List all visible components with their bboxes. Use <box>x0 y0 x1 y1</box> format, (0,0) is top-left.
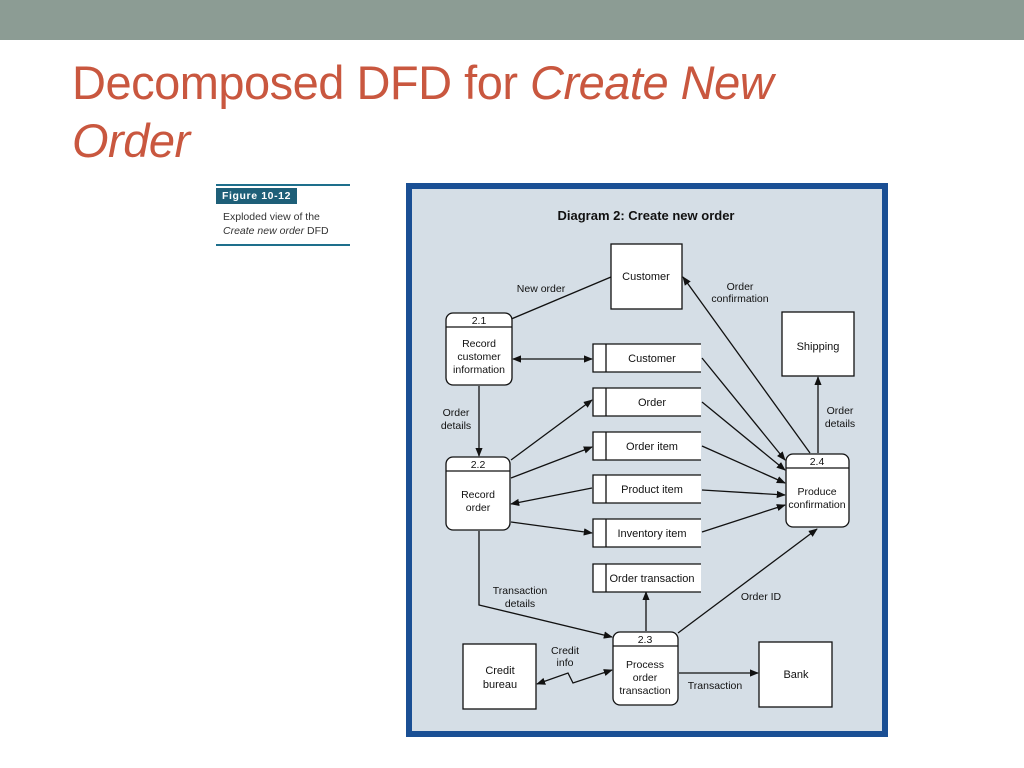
title-plain: Decomposed DFD for <box>72 56 531 109</box>
flow-product-item-store-to-24 <box>701 489 786 499</box>
flow-label-order-details-right-2: details <box>825 418 855 430</box>
flow-label-transaction-details-2: details <box>505 598 535 610</box>
entity-bank <box>758 641 833 708</box>
process-2-1-id: 2.1 <box>472 315 487 327</box>
flow-label-transaction: Transaction <box>688 680 743 692</box>
slide-title: Decomposed DFD for Create New Order <box>72 54 872 170</box>
flow-label-credit-info-1: Credit <box>551 645 579 657</box>
flow-label-order-id: Order ID <box>741 591 782 603</box>
process-2-4-id: 2.4 <box>810 456 825 468</box>
store-order-fill <box>593 388 701 416</box>
flow-label-credit-info-2: info <box>557 657 574 669</box>
flow-credit-info <box>536 669 613 685</box>
store-order-transaction-label: Order transaction <box>610 573 695 585</box>
store-order-transaction-outline <box>592 563 701 593</box>
store-inventory-item-label: Inventory item <box>617 528 686 540</box>
caption-suffix: DFD <box>304 225 329 237</box>
process-2-3-line-2: order <box>633 672 658 684</box>
process-2-4-line-1: Produce <box>797 486 836 498</box>
flow-label-transaction-details-1: Transaction <box>493 585 548 597</box>
flow-product-item-to-22 <box>510 487 593 506</box>
flow-order-confirmation <box>682 276 811 454</box>
store-order-label: Order <box>638 397 666 409</box>
store-order-item-outline <box>592 431 701 461</box>
process-2-3 <box>612 631 679 706</box>
caption-top-rule <box>216 184 350 186</box>
store-customer-label: Customer <box>628 353 676 365</box>
process-2-1-line-2: customer <box>457 351 501 363</box>
store-inventory-item-outline <box>592 518 701 548</box>
process-2-1 <box>445 312 513 386</box>
dfd-diagram: Diagram 2: Create new order Customer Shi… <box>406 183 888 737</box>
figure-caption: Figure 10-12 Exploded view of the Create… <box>216 184 350 246</box>
process-2-1-line-1: Record <box>462 338 496 350</box>
flow-label-order-details-right-1: Order <box>827 405 854 417</box>
process-2-2-line-2: order <box>466 502 491 514</box>
flow-label-order-details-left-2: details <box>441 420 471 432</box>
flow-customer-store-to-24 <box>701 357 786 461</box>
flow-label-order-details-left-1: Order <box>443 407 470 419</box>
flow-new-order <box>496 276 612 326</box>
store-customer-fill <box>593 344 701 372</box>
store-order-item-label: Order item <box>626 441 678 453</box>
process-2-2-id: 2.2 <box>471 459 486 471</box>
store-inventory-item-fill <box>593 519 701 547</box>
flow-order-id <box>677 528 818 634</box>
flow-22-to-order-item <box>510 446 593 479</box>
caption-description: Exploded view of the Create new order DF… <box>216 210 350 238</box>
entity-customer-label: Customer <box>622 271 670 283</box>
flow-22-to-inventory-item <box>510 521 593 536</box>
caption-line-1: Exploded view of the <box>223 211 320 223</box>
process-2-3-id: 2.3 <box>638 634 653 646</box>
flow-22-to-order <box>510 399 593 461</box>
flow-order-store-to-24 <box>701 401 786 471</box>
flow-order-item-store-to-24 <box>701 445 786 484</box>
process-2-4-line-2: confirmation <box>788 499 845 511</box>
top-bar <box>0 0 1024 40</box>
entity-customer <box>610 243 683 310</box>
process-2-3-line-1: Process <box>626 659 664 671</box>
entity-bank-label: Bank <box>783 669 809 681</box>
store-product-item-outline <box>592 474 701 504</box>
entity-credit-bureau <box>462 643 537 710</box>
store-product-item-fill <box>593 475 701 503</box>
flow-inventory-item-store-to-24 <box>701 504 786 533</box>
figure-label: Figure 10-12 <box>216 188 298 204</box>
title-italic: Create New Order <box>72 56 774 167</box>
entity-shipping <box>781 311 855 377</box>
store-order-item-fill <box>593 432 701 460</box>
store-product-item-label: Product item <box>621 484 683 496</box>
process-2-2-line-1: Record <box>461 489 495 501</box>
store-order-transaction-fill <box>593 564 701 592</box>
entity-shipping-label: Shipping <box>797 341 840 353</box>
entity-credit-bureau-line-1: Credit <box>485 665 514 677</box>
caption-italic: Create new order <box>223 225 305 237</box>
flow-label-order-confirmation-2: confirmation <box>711 293 768 305</box>
caption-bottom-rule <box>216 244 350 246</box>
store-order-outline <box>592 387 701 417</box>
process-2-2 <box>445 456 511 531</box>
diagram-title: Diagram 2: Create new order <box>557 208 734 223</box>
process-2-1-line-3: information <box>453 364 505 376</box>
entity-credit-bureau-line-2: bureau <box>483 679 517 691</box>
store-customer-outline <box>592 343 701 373</box>
flow-label-new-order: New order <box>517 283 566 295</box>
process-2-4 <box>785 453 850 528</box>
flow-transaction-details <box>478 531 613 639</box>
flow-label-order-confirmation-1: Order <box>727 281 754 293</box>
process-2-3-line-3: transaction <box>619 685 671 697</box>
